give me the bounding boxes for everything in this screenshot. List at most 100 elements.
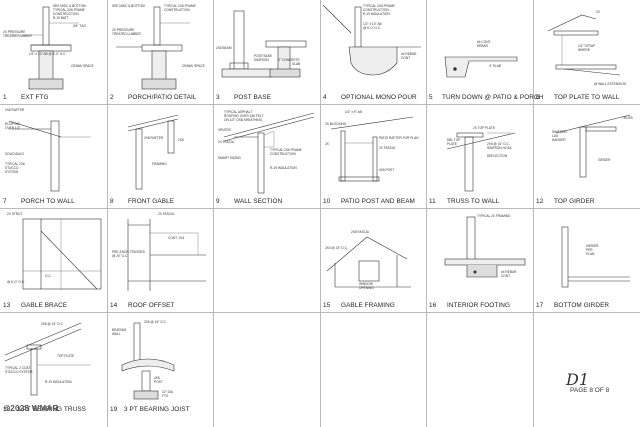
note-text: SEE MISC & BOTTOM: [53, 4, 86, 8]
detail-title: PORCH/PATIO DETAIL: [128, 94, 197, 101]
note-text: SOLID BLKG: [5, 152, 24, 156]
note-text: SIMPSON: [552, 130, 567, 134]
detail-19-bearing-joist: 2X6 @ 16" O.C. BEARING WALL 4X6 POST 12"…: [108, 315, 214, 415]
note-text: SIMPSON: [254, 58, 269, 62]
note-text: WINDOW: [359, 282, 373, 286]
note-text: TYPICAL 2X6 FRAME: [164, 4, 196, 8]
detail-3-post-base: 2X8 BEAM POST BASE SIMPSON 4" CONCRETE S…: [214, 3, 320, 103]
note-text: POST BASE: [254, 54, 273, 58]
note-text: WALL: [112, 332, 121, 336]
grid-divider: [0, 312, 640, 313]
note-text: R-19 INSULATION: [270, 166, 297, 170]
detail-12-drawing: [555, 114, 631, 178]
note-text: CRAWL SPACE: [182, 64, 205, 68]
note-text: R-19 INSULATION: [363, 12, 390, 16]
note-text: STUCCO: [5, 166, 19, 170]
detail-number: 9: [216, 198, 220, 205]
detail-10-drawing: [330, 116, 414, 182]
detail-title: TOP PLATE TO WALL: [554, 94, 620, 101]
note-text: TREATED LUMBER: [112, 32, 141, 36]
note-text: CONSTRUCTION: [363, 8, 389, 12]
note-text: 12" DIA: [162, 390, 173, 394]
detail-9-wall-section: TYPICAL ASPHALT ROOFING OVER 15# FELT ON…: [214, 107, 320, 207]
detail-18-drawing: [4, 322, 91, 396]
note-text: FTG: [162, 394, 169, 398]
detail-9-drawing: [223, 112, 315, 194]
detail-11-drawing: [446, 132, 516, 192]
watermark: ©2025 WMAR: [4, 404, 59, 413]
note-text: 2X FASCIA: [379, 146, 396, 150]
note-text: WHERE: [578, 48, 590, 52]
detail-7-drawing: [8, 120, 91, 192]
detail-caption: 5 TURN DOWN @ PATIO & PORCH: [429, 93, 543, 103]
note-text: 2X8 RAFTER: [144, 136, 164, 140]
detail-1-ext-ftg: SEE MISC & BOTTOM TYPICAL 2X6 FRAME CONS…: [1, 3, 107, 103]
note-text: TREATED LUMBER: [3, 34, 32, 38]
note-text: CONSTRUCTION: [53, 12, 79, 16]
detail-number: 15: [323, 302, 331, 309]
note-text: 2X FASCIA: [218, 140, 235, 144]
note-text: DEFLECTION: [487, 154, 508, 158]
note-text: #4 REBAR: [401, 52, 417, 56]
note-text: 4X6: [154, 376, 160, 380]
note-text: LUS: [552, 134, 559, 138]
grid-divider: [0, 208, 640, 209]
detail-5-drawing: [444, 56, 518, 78]
detail-number: 10: [323, 198, 331, 205]
note-text: FRAMING: [152, 162, 167, 166]
note-text: 1/2" STRAP: [578, 44, 596, 48]
note-text: PATIO RAFTER FOR PLAN: [379, 136, 419, 140]
note-text: 2X6 FASCIA: [351, 230, 369, 234]
note-text: STUCCO SYSTEM: [5, 370, 33, 374]
grid-divider: [0, 104, 640, 105]
note-text: 3/4" T&G: [73, 24, 86, 28]
detail-title: OPTIONAL MONO POUR: [341, 94, 417, 101]
note-text: TOP PLATE: [57, 354, 75, 358]
detail-title: FRONT GABLE: [128, 198, 175, 205]
note-text: SEE MISC & BOTTOM: [112, 4, 145, 8]
detail-number: 1: [3, 94, 7, 101]
detail-title: TURN DOWN @ PATIO & PORCH: [442, 94, 544, 101]
note-text: SIMPSON H2.5A: [487, 146, 512, 150]
grid-divider: [533, 0, 534, 427]
note-text: 2X6 RAFTER: [5, 108, 25, 112]
detail-number: 3: [216, 94, 220, 101]
note-text: TYPICAL 2X6: [5, 162, 25, 166]
detail-number: 7: [3, 198, 7, 205]
note-text: 2X BLOCKING: [325, 122, 347, 126]
detail-number: 13: [3, 302, 11, 309]
detail-title: WALL SECTION: [234, 198, 283, 205]
note-text: 2X TOP PLATE: [473, 126, 495, 130]
detail-number: 5: [429, 94, 433, 101]
sheet-stamp: D1: [566, 370, 590, 389]
detail-number: 4: [323, 94, 327, 101]
detail-number: 11: [429, 198, 436, 205]
detail-10-patio-post-beam: 1/2" x 9" AB 2X BLOCKING PATIO RAFTER FO…: [321, 107, 427, 207]
note-text: 2X STRUT: [7, 212, 23, 216]
page-label: PAGE 8 OF 8: [570, 387, 610, 394]
detail-title: BOTTOM GIRDER: [554, 302, 610, 309]
note-text: 4" CONCRETE: [278, 58, 300, 62]
note-text: 2X: [325, 142, 329, 146]
detail-1-drawing: [11, 6, 79, 90]
detail-caption: 4 OPTIONAL MONO POUR: [323, 93, 427, 103]
note-text: CONSTRUCTION: [270, 152, 296, 156]
note-text: 2X PRESSURE: [112, 28, 135, 32]
detail-15-drawing: [326, 236, 411, 288]
note-text: REBAR: [477, 44, 488, 48]
detail-3-drawing: [221, 10, 307, 78]
grid-divider: [213, 0, 214, 427]
